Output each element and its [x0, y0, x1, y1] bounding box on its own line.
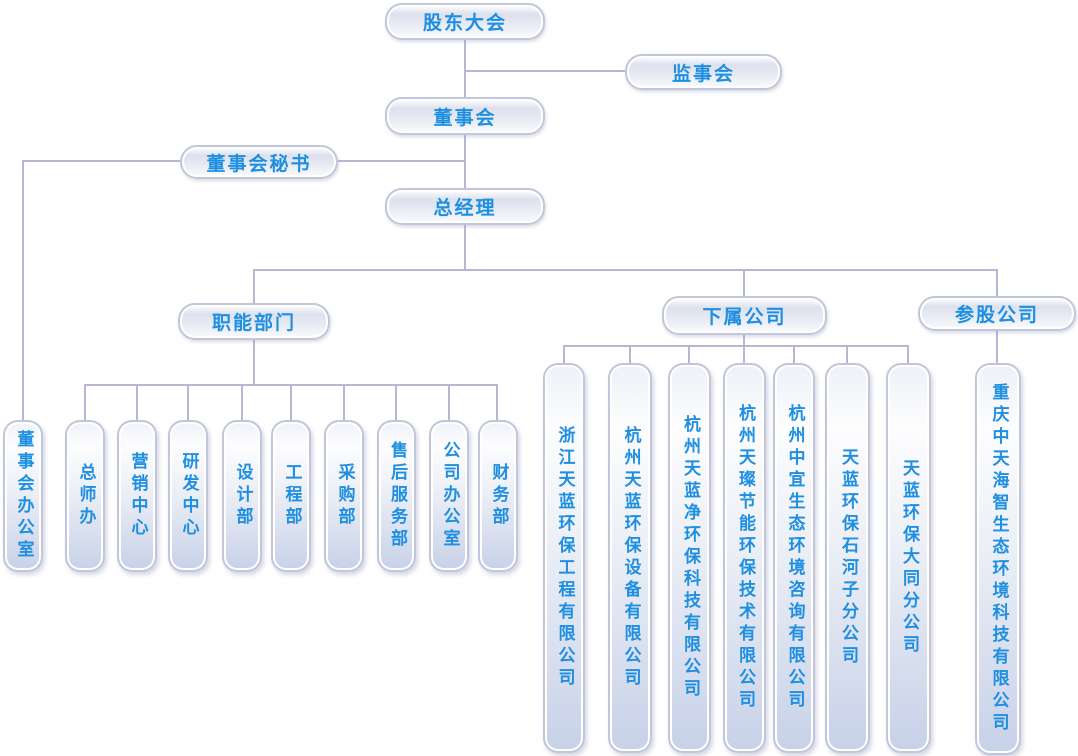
connector-line — [846, 345, 848, 364]
node-label: 参股公司 — [954, 304, 1039, 326]
connector-line — [688, 345, 690, 364]
node-label: 设计部 — [232, 463, 253, 529]
node-label: 杭州天蓝净环保科技有限公司 — [680, 415, 700, 701]
node-functional-departments: 职能部门 — [178, 303, 330, 340]
dept-node-design-dept: 设计部 — [222, 420, 262, 572]
node-label: 股东大会 — [422, 12, 507, 34]
node-label: 浙江天蓝环保工程有限公司 — [554, 426, 575, 690]
connector-line — [395, 384, 397, 421]
connector-line — [136, 384, 138, 421]
dept-node-marketing-center: 营销中心 — [117, 420, 157, 572]
subsidiary-node: 杭州天蓝净环保科技有限公司 — [668, 363, 711, 753]
connector-line — [464, 135, 466, 189]
dept-node-company-office: 公司办公室 — [429, 420, 469, 572]
connector-line — [22, 160, 24, 420]
dept-node-board-office: 董事会办公室 — [3, 420, 43, 572]
connector-line — [743, 335, 745, 347]
node-label: 重庆中天海智生态环境科技有限公司 — [988, 383, 1009, 735]
node-label: 天蓝环保大同分公司 — [899, 459, 919, 657]
node-label: 工程部 — [281, 463, 302, 529]
participating-company-node: 重庆中天海智生态环境科技有限公司 — [975, 363, 1021, 755]
connector-line — [343, 384, 345, 421]
node-label: 监事会 — [671, 62, 735, 85]
subsidiary-node: 天蓝环保石河子分公司 — [825, 363, 870, 753]
node-general-manager: 总经理 — [385, 188, 545, 225]
dept-node-procurement-dept: 采购部 — [324, 420, 364, 572]
node-supervisory-board: 监事会 — [625, 54, 782, 90]
node-label: 杭州天璨节能环保技术有限公司 — [735, 404, 755, 712]
connector-line — [448, 384, 450, 421]
connector-line — [496, 384, 498, 421]
dept-node-after-sales-dept: 售后服务部 — [377, 420, 416, 572]
connector-line — [464, 40, 466, 98]
connector-line — [996, 331, 998, 364]
subsidiary-node: 天蓝环保大同分公司 — [886, 363, 931, 753]
connector-line — [996, 269, 998, 297]
connector-line — [84, 384, 86, 421]
node-label: 下属公司 — [702, 306, 787, 328]
node-board-secretary: 董事会秘书 — [180, 145, 338, 179]
connector-line — [465, 70, 627, 72]
connector-line — [743, 269, 745, 297]
connector-line — [338, 160, 466, 162]
dept-node-rd-center: 研发中心 — [168, 420, 208, 572]
subsidiary-node: 杭州天蓝环保设备有限公司 — [608, 363, 652, 753]
connector-line — [563, 345, 909, 347]
dept-node-finance-dept: 财务部 — [478, 420, 518, 572]
connector-line — [629, 345, 631, 364]
node-label: 总师办 — [75, 463, 96, 529]
node-label: 研发中心 — [178, 452, 199, 540]
node-label: 总经理 — [433, 197, 497, 219]
connector-line — [241, 384, 243, 421]
connector-line — [253, 269, 998, 271]
connector-line — [907, 345, 909, 364]
node-label: 采购部 — [334, 463, 355, 529]
node-label: 董事会办公室 — [13, 430, 34, 562]
node-label: 售后服务部 — [387, 441, 407, 551]
connector-line — [253, 269, 255, 305]
dept-node-chief-engineer-office: 总师办 — [65, 420, 105, 572]
node-participating-header: 参股公司 — [918, 296, 1076, 331]
node-board-of-directors: 董事会 — [385, 97, 545, 135]
node-shareholders-meeting: 股东大会 — [385, 3, 545, 40]
dept-node-engineering-dept: 工程部 — [271, 420, 311, 572]
node-label: 杭州中宜生态环境咨询有限公司 — [784, 404, 805, 712]
subsidiary-node: 浙江天蓝环保工程有限公司 — [543, 363, 585, 753]
subsidiary-node: 杭州天璨节能环保技术有限公司 — [723, 363, 766, 753]
subsidiary-node: 杭州中宜生态环境咨询有限公司 — [773, 363, 815, 753]
connector-line — [187, 384, 189, 421]
node-label: 职能部门 — [211, 312, 296, 334]
node-label: 杭州天蓝环保设备有限公司 — [620, 426, 641, 690]
connector-line — [563, 345, 565, 364]
connector-line — [253, 340, 255, 385]
connector-line — [743, 345, 745, 364]
connector-line — [22, 160, 182, 162]
connector-line — [464, 225, 466, 270]
node-subsidiaries-header: 下属公司 — [662, 296, 827, 335]
node-label: 营销中心 — [127, 452, 148, 540]
node-label: 董事会秘书 — [206, 152, 312, 175]
node-label: 董事会 — [433, 106, 497, 129]
connector-line — [290, 384, 292, 421]
node-label: 天蓝环保石河子分公司 — [838, 448, 858, 668]
node-label: 财务部 — [488, 463, 509, 529]
node-label: 公司办公室 — [439, 441, 460, 551]
connector-line — [793, 345, 795, 364]
